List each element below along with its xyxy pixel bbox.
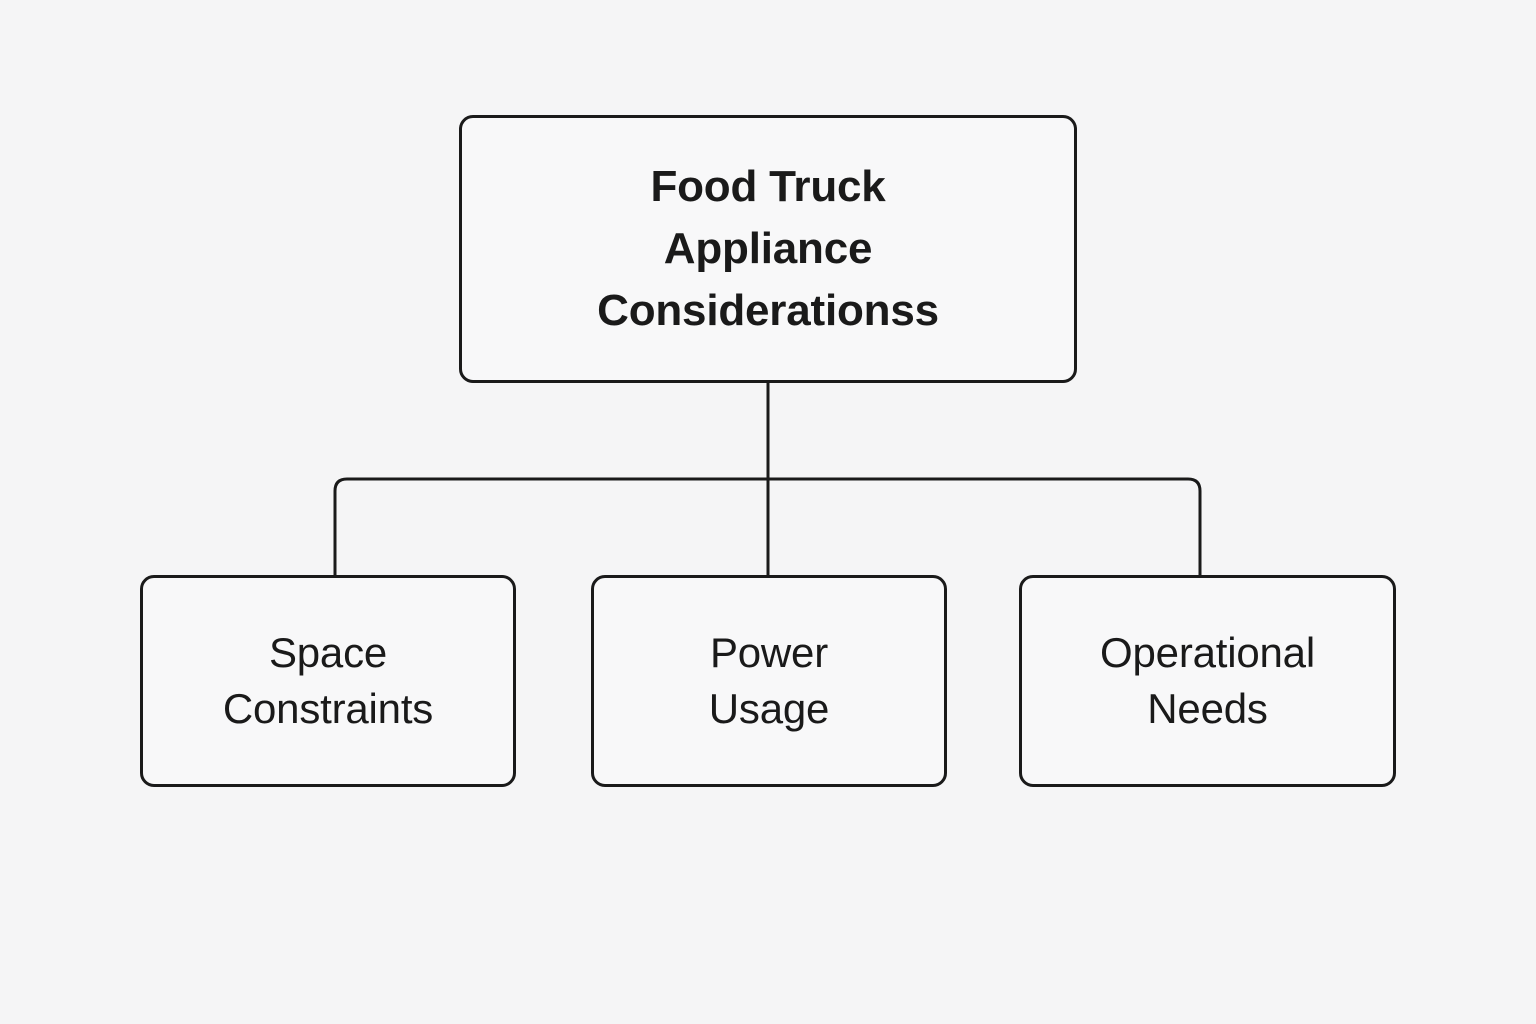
node-power-usage-label: Power Usage	[708, 629, 830, 732]
node-space-constraints-label: Space Constraints	[222, 629, 434, 732]
node-root[interactable]: Food Truck Appliance Considerationss	[459, 115, 1077, 383]
node-root-label: Food Truck Appliance Considerationss	[597, 162, 939, 335]
connector-bus-left	[333, 477, 768, 575]
node-operational-needs-label: Operational Needs	[1100, 629, 1315, 732]
connector-bus-right	[768, 477, 1202, 575]
node-power-usage[interactable]: Power Usage	[591, 575, 947, 787]
node-operational-needs[interactable]: Operational Needs	[1019, 575, 1396, 787]
node-space-constraints[interactable]: Space Constraints	[140, 575, 516, 787]
